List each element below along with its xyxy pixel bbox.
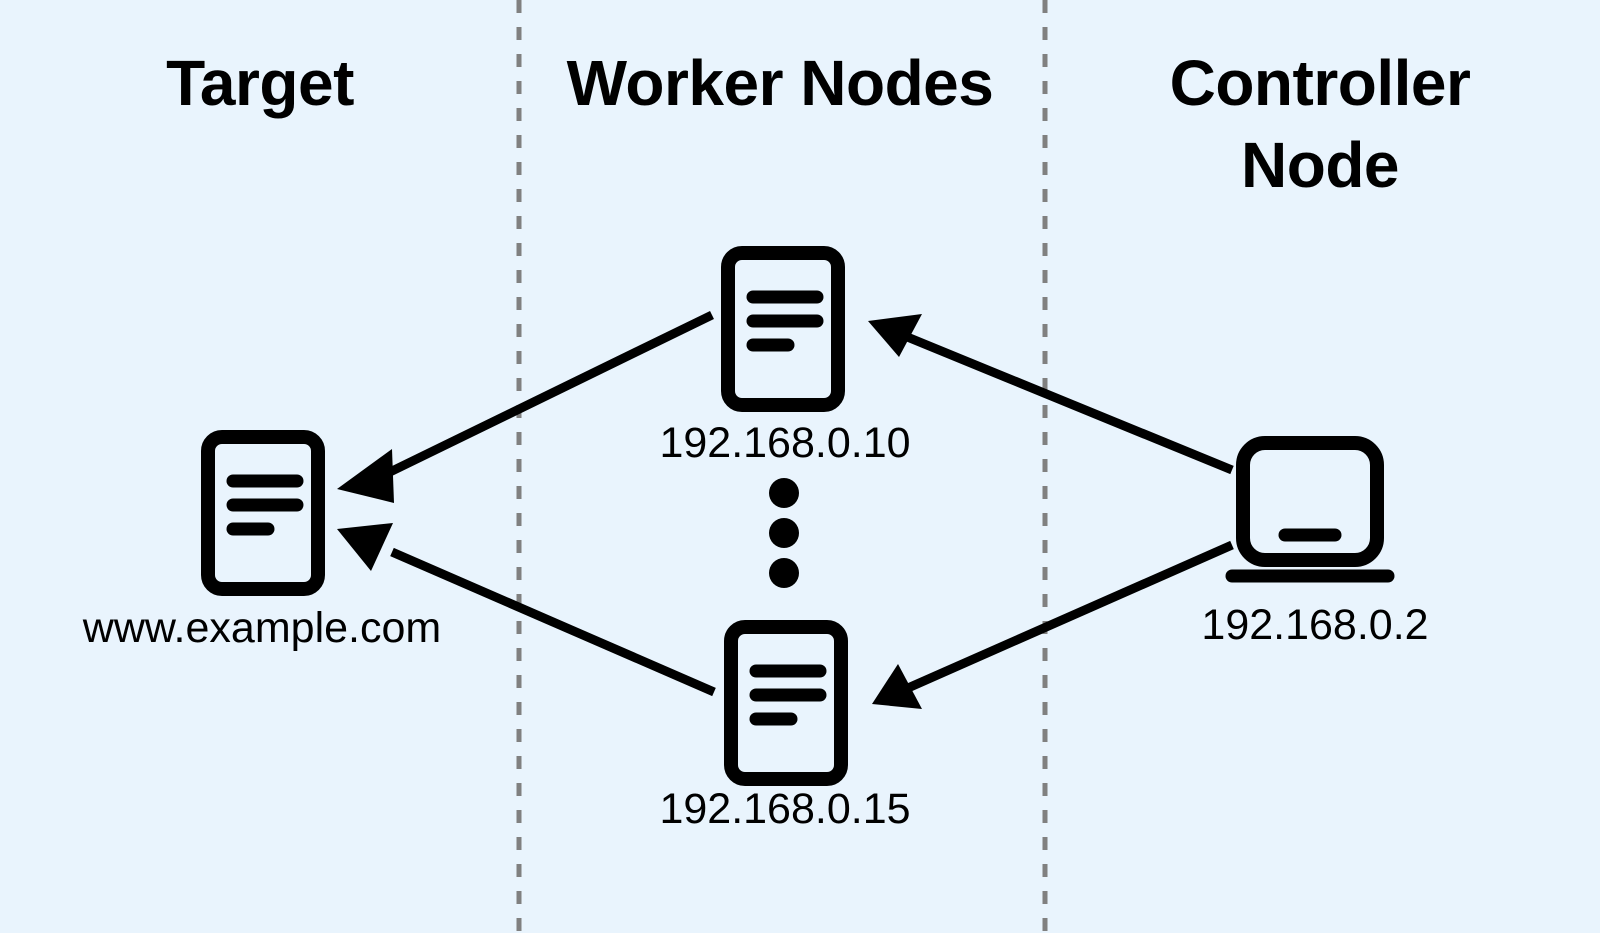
column-heading-target: Target <box>166 47 354 119</box>
server-document-icon-target <box>201 430 325 596</box>
column-heading-worker-nodes: Worker Nodes <box>566 47 994 119</box>
server-document-icon-worker-bottom <box>724 620 848 786</box>
node-label-target: www.example.com <box>82 604 442 652</box>
node-label-worker-bottom: 192.168.0.15 <box>659 785 911 833</box>
connector-controller-to-worker-bottom <box>872 540 1234 709</box>
node-label-worker-top: 192.168.0.10 <box>659 419 911 467</box>
laptop-icon-controller <box>1225 436 1395 583</box>
column-heading-controller-node: Controller Node <box>1169 47 1471 201</box>
server-document-icon-worker-top <box>721 246 845 412</box>
ellipsis-dot <box>769 518 799 548</box>
ellipsis-dot <box>769 558 799 588</box>
connector-controller-to-worker-top <box>868 314 1234 475</box>
node-label-controller: 192.168.0.2 <box>1201 601 1429 649</box>
vertical-ellipsis <box>769 478 799 588</box>
connector-worker-top-to-target <box>337 310 714 503</box>
connector-worker-bottom-to-target <box>337 523 716 697</box>
ellipsis-dot <box>769 478 799 508</box>
